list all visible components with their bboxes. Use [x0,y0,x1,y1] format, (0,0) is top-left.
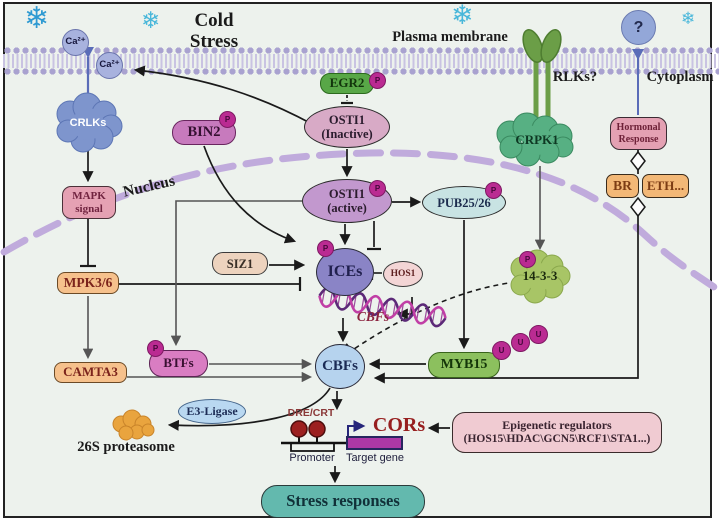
rlks-label: RLKs? [552,69,598,85]
phospho-badge: P [485,182,502,199]
phospho-badge: P [317,240,334,257]
snowflake-icon: ❄ [681,9,696,29]
promoter-label: Promoter [289,452,335,464]
snowflake-icon: ❄ [24,1,50,36]
tbar-mapk-mpk36 [80,218,96,268]
proteasome-icon [112,409,155,441]
phospho-badge: P [219,111,236,128]
unknown-sensor-line [632,49,644,115]
osti1-inactive-node: OSTI1(Inactive) [304,106,390,148]
arrow-bin2-ices [203,145,297,244]
tbar-egr2-osti1 [341,95,353,105]
siz1-node: SIZ1 [212,252,268,275]
ubiquitin-badge: U [529,325,548,344]
phospho-badge: P [519,251,536,268]
e3-ligase-node: E3-Ligase [178,399,246,424]
fourteen-3-3-label: 14-3-3 [522,268,558,283]
phospho-badge: P [369,180,386,197]
dre-crt-label: DRE/CRT [287,407,335,419]
stress-responses-node: Stress responses [261,485,425,518]
egr2-node: EGR2 [320,73,374,94]
crpk1-label: CRPK1 [515,132,559,147]
crlks-label: CRLKs [69,117,107,129]
plasma-membrane-label: Plasma membrane [392,29,508,45]
camta3-node: CAMTA3 [54,362,127,383]
cytoplasm-label: Cytoplasm [646,69,714,85]
snowflake-icon: ❄ [451,0,474,31]
unknown-sensor: ? [621,10,656,45]
calcium-ion-inside: Ca²⁺ [96,52,123,79]
fourteen-3-3-cloud [510,249,571,304]
crpk1-cloud [496,112,574,167]
rlks-receptor-icon [522,29,562,119]
promoter-gene-icon [281,420,403,452]
snowflake-icon: ❄ [141,8,161,34]
crlks-cloud [56,92,123,153]
proteasome-label: 26S proteasome [77,439,175,455]
epigenetic-regulators-node: Epigenetic regulators(HOS15\HDAC\GCN5\RC… [452,412,662,453]
myb15-node: MYB15 [428,352,500,378]
ubiquitin-badge: U [492,341,511,360]
tbar-mpk36-ices [119,277,302,291]
tss-arrow-cors [347,420,366,436]
calcium-ion-outside: Ca²⁺ [62,29,89,56]
cbfs-node: CBFs [315,344,365,389]
cors-label: CORs [372,414,426,436]
arrow-osti1-calcium [133,65,313,125]
hormonal-crosstalk-line [373,149,646,384]
ices-node: ICEs [316,248,374,296]
ubiquitin-badge: U [511,333,530,352]
eth-node: ETH... [642,174,689,198]
hos1-node: HOS1 [383,261,423,287]
arrow-osti1-btfs [170,200,302,347]
phospho-badge: P [147,340,164,357]
nuclear-envelope [0,149,718,291]
target-gene-label: Target gene [345,452,405,464]
cbfs-gene-label: CBFs [356,309,390,324]
arrow-cbfs-proteasome [167,387,331,431]
cold-stress-label: Cold Stress [189,10,239,52]
br-node: BR [606,174,639,198]
tbar-osti1-hos1 [367,221,381,251]
phospho-badge: P [369,72,386,89]
mpk36-node: MPK3/6 [57,272,119,294]
